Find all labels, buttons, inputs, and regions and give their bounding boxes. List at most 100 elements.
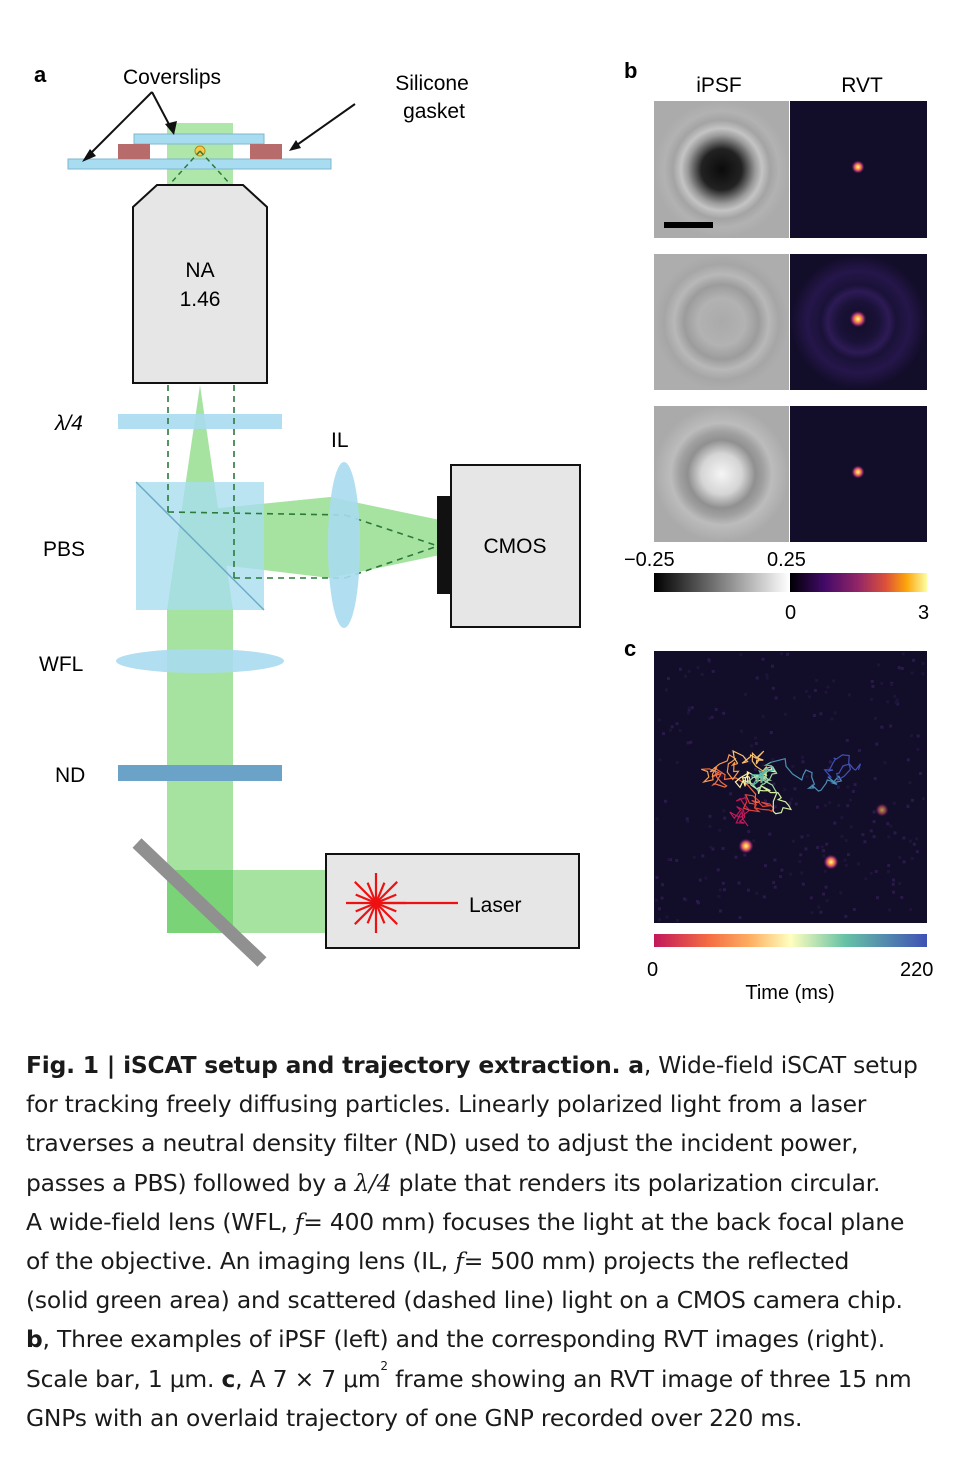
speckle [754, 767, 757, 771]
arrowhead-2 [165, 121, 177, 135]
speckle [823, 804, 827, 808]
speckle [687, 708, 691, 712]
imaging-lens [328, 462, 360, 628]
speckle [772, 881, 776, 885]
speckle [805, 775, 809, 779]
speckle [749, 744, 753, 748]
speckle [869, 871, 873, 875]
trajectory-segment [729, 796, 751, 827]
trajectory-segment [745, 766, 778, 794]
speckle [892, 878, 895, 882]
speckle [755, 676, 759, 680]
speckle [778, 875, 782, 879]
speckle [844, 863, 848, 867]
caption-line-9: Scale bar, 1 μm. c, A 7 × 7 μm2 frame sh… [26, 1360, 961, 1399]
speckle [714, 708, 718, 711]
speckle [721, 847, 725, 850]
speckle [740, 729, 744, 733]
time-label: Time (ms) [745, 982, 834, 1004]
speckle [898, 856, 902, 859]
speckle [889, 724, 893, 728]
speckle [719, 909, 722, 913]
speckle [921, 797, 925, 801]
speckle [709, 845, 713, 849]
speckle [692, 855, 696, 859]
caption-text: frame showing an RVT image of three 15 n… [387, 1364, 912, 1393]
speckle [801, 882, 805, 886]
speckle [690, 706, 694, 710]
speckle [845, 738, 849, 742]
speckle [761, 714, 765, 718]
speckle [857, 862, 861, 866]
speckle [906, 758, 910, 762]
scatter-cone [169, 150, 231, 185]
speckle [852, 908, 856, 911]
speckle [886, 700, 890, 704]
speckle [722, 888, 726, 892]
figure-1: a Coverslips Silicone gasket NA 1.46 [34, 58, 933, 1004]
arrowhead-1 [82, 149, 96, 162]
speckle [773, 885, 777, 889]
speckle [774, 696, 778, 700]
speckle [701, 854, 705, 858]
speckle [887, 835, 891, 839]
speckle [658, 918, 662, 922]
ipsf-2 [654, 254, 789, 390]
caption-line-1: Fig. 1 | iSCAT setup and trajectory extr… [26, 1046, 961, 1085]
speckle [836, 785, 840, 789]
speckle [790, 797, 794, 801]
caption-c-letter: c [221, 1364, 236, 1393]
time-min: 0 [647, 959, 658, 981]
speckle [851, 789, 855, 793]
speckle [916, 747, 920, 751]
caption-text: passes a PBS) followed by a [26, 1168, 355, 1197]
speckle [798, 860, 802, 864]
speckle [752, 839, 756, 843]
speckle [846, 804, 850, 808]
speckle [846, 785, 850, 789]
speckle [664, 688, 668, 692]
speckle [891, 882, 895, 886]
speckle [655, 898, 658, 902]
speckle [869, 829, 873, 833]
speckle [765, 673, 769, 677]
panel-b-letter: b [624, 58, 637, 83]
caption-line-8: b, Three examples of iPSF (left) and the… [26, 1320, 961, 1359]
ipsf-3 [654, 406, 789, 542]
panel-a-letter: a [34, 62, 47, 87]
speckle [810, 911, 814, 915]
arrowhead-3 [289, 140, 301, 151]
speckle [771, 686, 775, 690]
speckle [708, 824, 712, 828]
speckle [789, 872, 793, 876]
speckle [675, 722, 679, 726]
laser-ray [355, 893, 377, 905]
speckle [664, 799, 667, 803]
speckle [684, 674, 687, 678]
speckle [911, 798, 914, 802]
speckle [833, 821, 837, 825]
laser-ray [374, 902, 386, 924]
caption-fig-number: Fig. 1 | [26, 1051, 124, 1079]
caption-line-2: for tracking freely diffusing particles.… [26, 1090, 867, 1119]
speckle [912, 658, 915, 662]
speckle [849, 825, 853, 829]
ipsf-1 [654, 101, 789, 238]
speckle [794, 802, 798, 806]
pbs-diagonal [135, 481, 265, 611]
speckle [748, 758, 752, 762]
speckle [804, 847, 808, 851]
panel-b: b iPSF RVT −0.25 0.25 0 3 [624, 58, 929, 624]
speckle [843, 858, 847, 862]
speckle [901, 652, 905, 656]
rvt-min: 0 [785, 602, 796, 624]
speckle [909, 734, 913, 738]
trajectory-segment [701, 766, 760, 804]
speckle [910, 857, 914, 860]
speckle [806, 834, 810, 838]
speckle [799, 853, 803, 857]
speckle [755, 891, 759, 895]
speckle [894, 700, 898, 704]
speckle [666, 677, 670, 681]
speckle [711, 847, 715, 851]
